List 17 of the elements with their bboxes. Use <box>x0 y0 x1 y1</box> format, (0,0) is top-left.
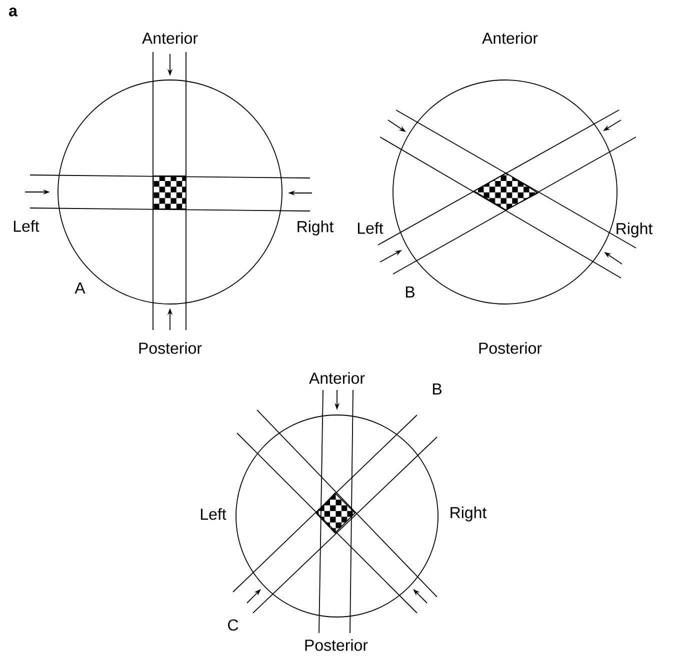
direction-label: Right <box>450 506 487 522</box>
direction-label: Right <box>616 222 653 238</box>
direction-label: Posterior <box>139 342 202 354</box>
direction-label: Left <box>200 508 226 520</box>
direction-label: Left <box>14 220 40 232</box>
direction-label: Posterior <box>305 639 368 651</box>
beam-letter: A <box>74 282 86 294</box>
direction-label: Posterior <box>479 342 542 354</box>
beam-letter: B <box>406 286 414 298</box>
direction-label: Anterior <box>142 32 198 44</box>
beam-letter: B <box>432 384 442 394</box>
panel-letter: a <box>9 8 18 16</box>
direction-label: Anterior <box>482 32 538 44</box>
direction-label: Right <box>298 220 334 236</box>
direction-label: Left <box>358 222 384 234</box>
beam-letter: C <box>228 619 238 631</box>
direction-label: Anterior <box>309 372 365 384</box>
